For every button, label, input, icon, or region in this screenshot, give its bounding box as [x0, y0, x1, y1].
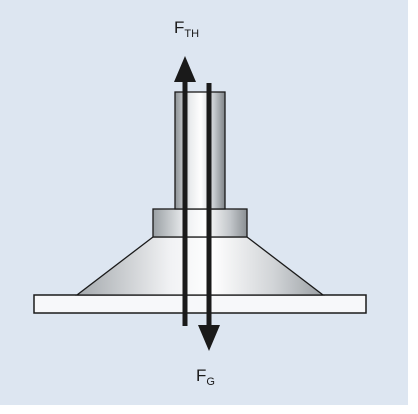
upper-force-label-subscript: TH: [184, 28, 199, 40]
upward-arrowhead-icon: [174, 56, 196, 82]
upper-force-label: FTH: [174, 18, 199, 40]
upper-force-label-main: F: [174, 18, 184, 37]
base-plate: [33, 294, 367, 314]
downward-force-arrow: [198, 83, 220, 351]
lower-force-label: FG: [196, 366, 215, 388]
lower-force-label-subscript: G: [206, 376, 215, 388]
upward-force-arrow: [174, 56, 196, 326]
downward-arrowhead-icon: [198, 325, 220, 351]
lower-force-label-main: F: [196, 366, 206, 385]
collar: [152, 208, 248, 238]
